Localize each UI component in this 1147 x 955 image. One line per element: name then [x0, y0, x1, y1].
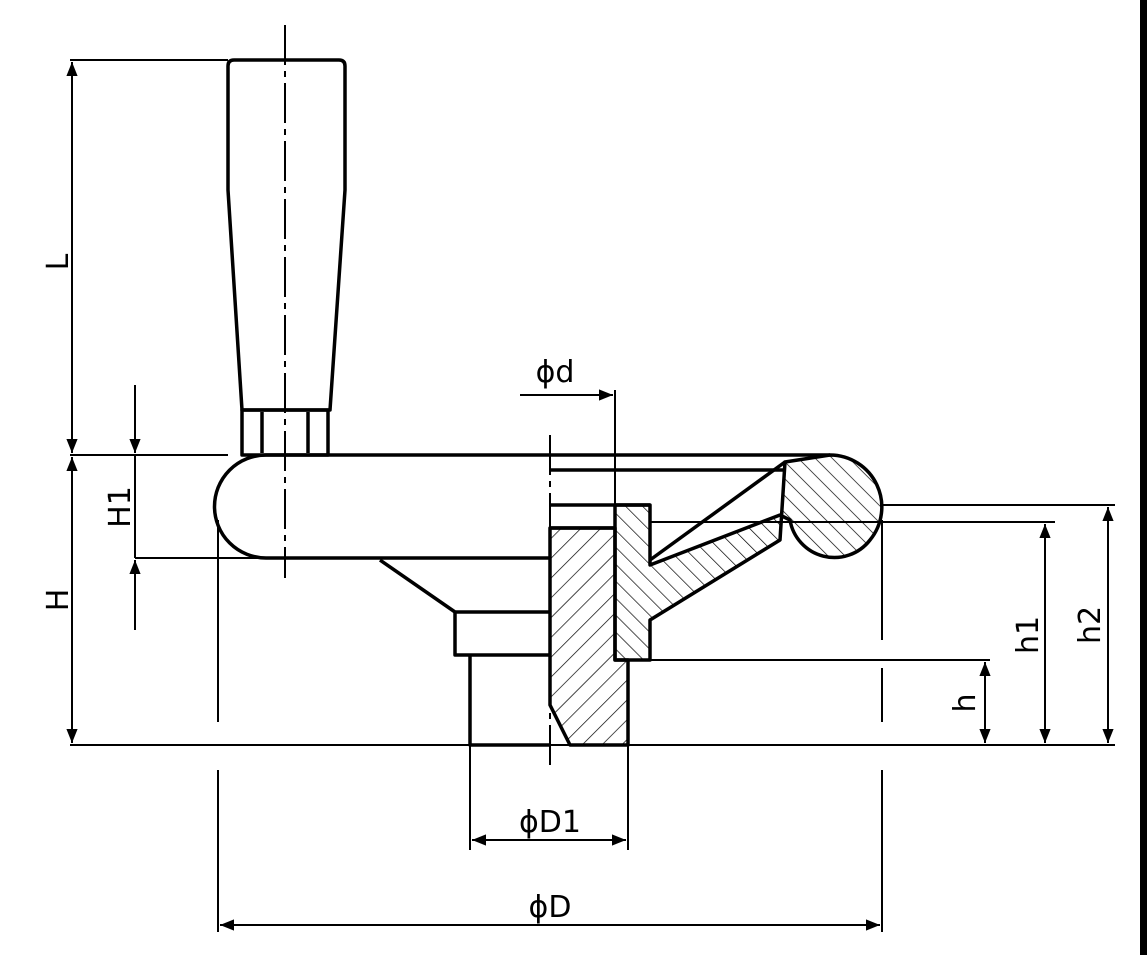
label-H1: H1 [103, 486, 138, 528]
wheel-rim [212, 453, 550, 560]
rim-section [613, 453, 884, 662]
label-h: h [948, 693, 983, 712]
label-D: ϕD [529, 890, 572, 925]
label-L: L [41, 253, 76, 270]
hub-upper [453, 612, 550, 657]
label-h1: h1 [1011, 616, 1046, 654]
right-border [1140, 0, 1147, 955]
hub-cone [379, 558, 550, 614]
label-H: H [41, 589, 76, 612]
label-D1: ϕD1 [519, 805, 581, 840]
label-d: ϕd [536, 355, 575, 390]
handle [226, 58, 347, 412]
hub-lower [468, 655, 550, 747]
label-h2: h2 [1073, 606, 1108, 644]
hub-section [548, 526, 630, 747]
